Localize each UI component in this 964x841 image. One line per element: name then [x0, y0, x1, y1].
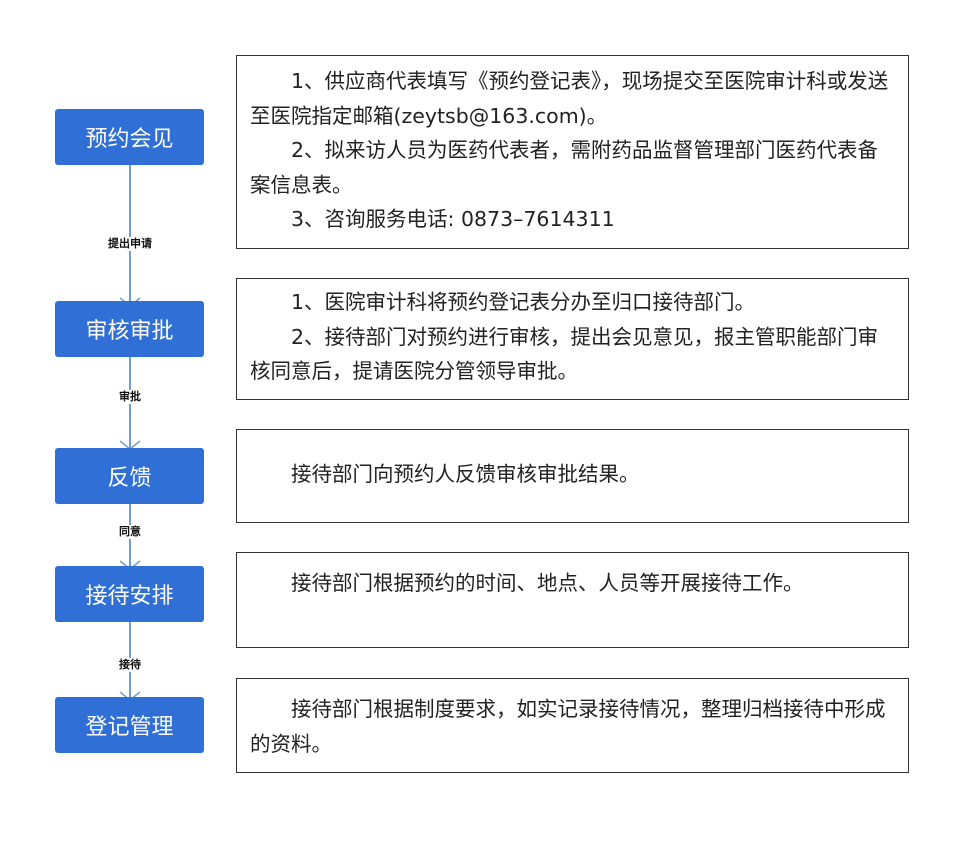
panel-paragraph: 接待部门向预约人反馈审核审批结果。: [291, 462, 640, 486]
panel-paragraph: 2、接待部门对预约进行审核，提出会见意见，报主管职能部门审核同意后，提请医院分管…: [250, 324, 879, 384]
panel-paragraph: 3、咨询服务电话: 0873–7614311: [291, 207, 615, 231]
panel-reception-arrangement: 接待部门根据预约的时间、地点、人员等开展接待工作。: [236, 552, 909, 648]
connector-label-3: 同意: [90, 525, 170, 539]
step-review-approval: 审核审批: [55, 301, 204, 357]
panel-paragraph: 1、供应商代表填写《预约登记表》，现场提交至医院审计科或发送至医院指定邮箱(ze…: [250, 69, 889, 128]
connector-line-1: [129, 165, 131, 305]
panel-paragraph: 接待部门根据预约的时间、地点、人员等开展接待工作。: [291, 571, 804, 595]
panel-registration-management: 接待部门根据制度要求，如实记录接待情况，整理归档接待中形成的资料。: [236, 678, 909, 773]
connector-label-1: 提出申请: [90, 237, 170, 251]
step-reception-arrangement: 接待安排: [55, 566, 204, 622]
panel-paragraph: 接待部门根据制度要求，如实记录接待情况，整理归档接待中形成的资料。: [250, 697, 886, 756]
panel-appointment: 1、供应商代表填写《预约登记表》，现场提交至医院审计科或发送至医院指定邮箱(ze…: [236, 55, 909, 249]
connector-label-2: 审批: [90, 390, 170, 404]
step-feedback: 反馈: [55, 448, 204, 504]
step-appointment: 预约会见: [55, 109, 204, 165]
connector-label-4: 接待: [90, 658, 170, 672]
panel-paragraph: 2、拟来访人员为医药代表者，需附药品监督管理部门医药代表备案信息表。: [250, 138, 879, 197]
panel-feedback: 接待部门向预约人反馈审核审批结果。: [236, 429, 909, 523]
step-registration-management: 登记管理: [55, 697, 204, 753]
panel-paragraph: 1、医院审计科将预约登记表分办至归口接待部门。: [291, 290, 756, 314]
panel-review-approval: 1、医院审计科将预约登记表分办至归口接待部门。 2、接待部门对预约进行审核，提出…: [236, 278, 909, 400]
